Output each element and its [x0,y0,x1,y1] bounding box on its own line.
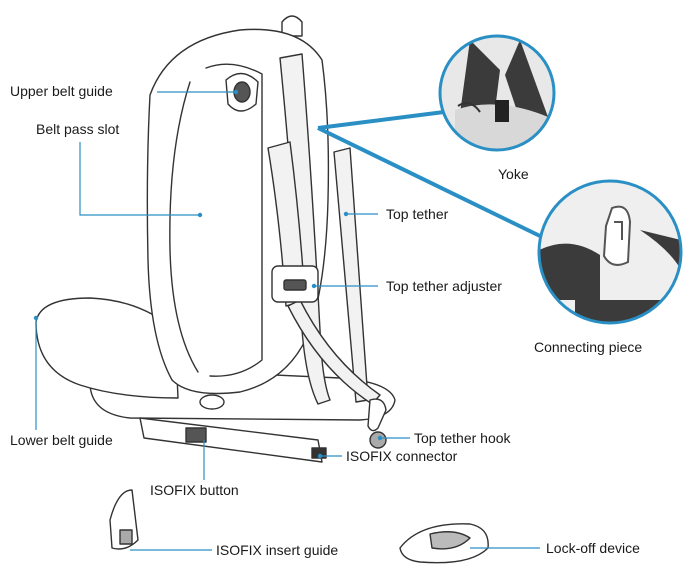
label-top-tether-adjuster: Top tether adjuster [386,278,502,294]
connecting-piece-detail-photo [539,181,681,323]
label-top-tether-hook: Top tether hook [414,430,511,446]
label-lower-belt-guide: Lower belt guide [10,432,113,448]
isofix-insert-guide-illustration [110,490,138,549]
lock-off-device-illustration [400,524,488,563]
yoke-detail-photo [440,36,560,150]
label-yoke: Yoke [498,166,529,182]
label-belt-pass-slot: Belt pass slot [36,121,119,137]
label-upper-belt-guide: Upper belt guide [10,83,113,99]
label-lock-off-device: Lock-off device [546,540,640,556]
label-isofix-insert-guide: ISOFIX insert guide [216,542,338,558]
label-top-tether: Top tether [386,206,448,222]
label-isofix-button: ISOFIX button [150,482,239,498]
label-connecting-piece: Connecting piece [534,339,642,355]
label-isofix-connector: ISOFIX connector [346,448,457,464]
